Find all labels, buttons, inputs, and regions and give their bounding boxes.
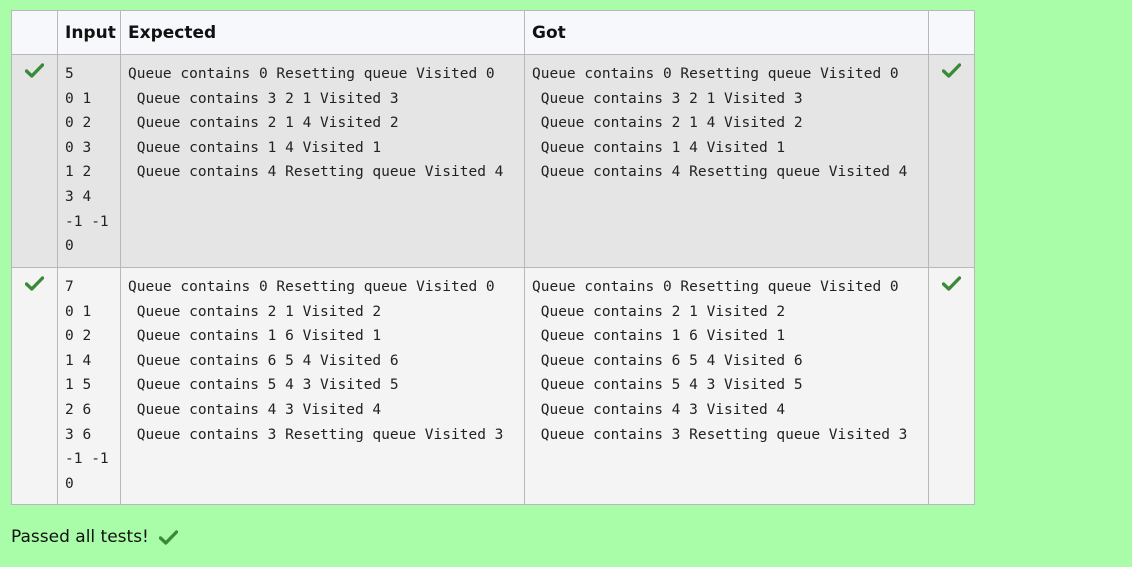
check-icon: [942, 63, 961, 78]
test-results-table: Input Expected Got 5 0 1 0 2 0 3 1 2 3 4…: [11, 10, 975, 505]
status-cell: [11, 267, 58, 505]
input-cell: 7 0 1 0 2 1 4 1 5 2 6 3 6 -1 -1 0: [57, 267, 121, 505]
input-text: 7 0 1 0 2 1 4 1 5 2 6 3 6 -1 -1 0: [65, 279, 109, 492]
got-text: Queue contains 0 Resetting queue Visited…: [532, 279, 908, 443]
header-input: Input: [57, 10, 121, 55]
summary-text: Passed all tests!: [11, 527, 149, 547]
expected-cell: Queue contains 0 Resetting queue Visited…: [120, 267, 525, 505]
input-cell: 5 0 1 0 2 0 3 1 2 3 4 -1 -1 0: [57, 54, 121, 268]
expected-text: Queue contains 0 Resetting queue Visited…: [128, 279, 504, 443]
result-cell: [928, 54, 975, 268]
expected-cell: Queue contains 0 Resetting queue Visited…: [120, 54, 525, 268]
check-icon: [942, 276, 961, 291]
header-expected: Expected: [120, 10, 525, 55]
status-cell: [11, 54, 58, 268]
expected-text: Queue contains 0 Resetting queue Visited…: [128, 66, 504, 181]
got-cell: Queue contains 0 Resetting queue Visited…: [524, 267, 929, 505]
table-row: 7 0 1 0 2 1 4 1 5 2 6 3 6 -1 -1 0 Queue …: [11, 267, 975, 505]
header-got: Got: [524, 10, 929, 55]
check-icon: [158, 529, 178, 545]
check-icon: [25, 63, 44, 78]
table-row: 5 0 1 0 2 0 3 1 2 3 4 -1 -1 0 Queue cont…: [11, 54, 975, 268]
got-text: Queue contains 0 Resetting queue Visited…: [532, 66, 908, 181]
table-header-row: Input Expected Got: [11, 10, 975, 55]
header-result: [928, 10, 975, 55]
check-icon: [25, 276, 44, 291]
summary-message: Passed all tests!: [11, 527, 178, 547]
input-text: 5 0 1 0 2 0 3 1 2 3 4 -1 -1 0: [65, 66, 109, 255]
header-status: [11, 10, 58, 55]
got-cell: Queue contains 0 Resetting queue Visited…: [524, 54, 929, 268]
result-cell: [928, 267, 975, 505]
